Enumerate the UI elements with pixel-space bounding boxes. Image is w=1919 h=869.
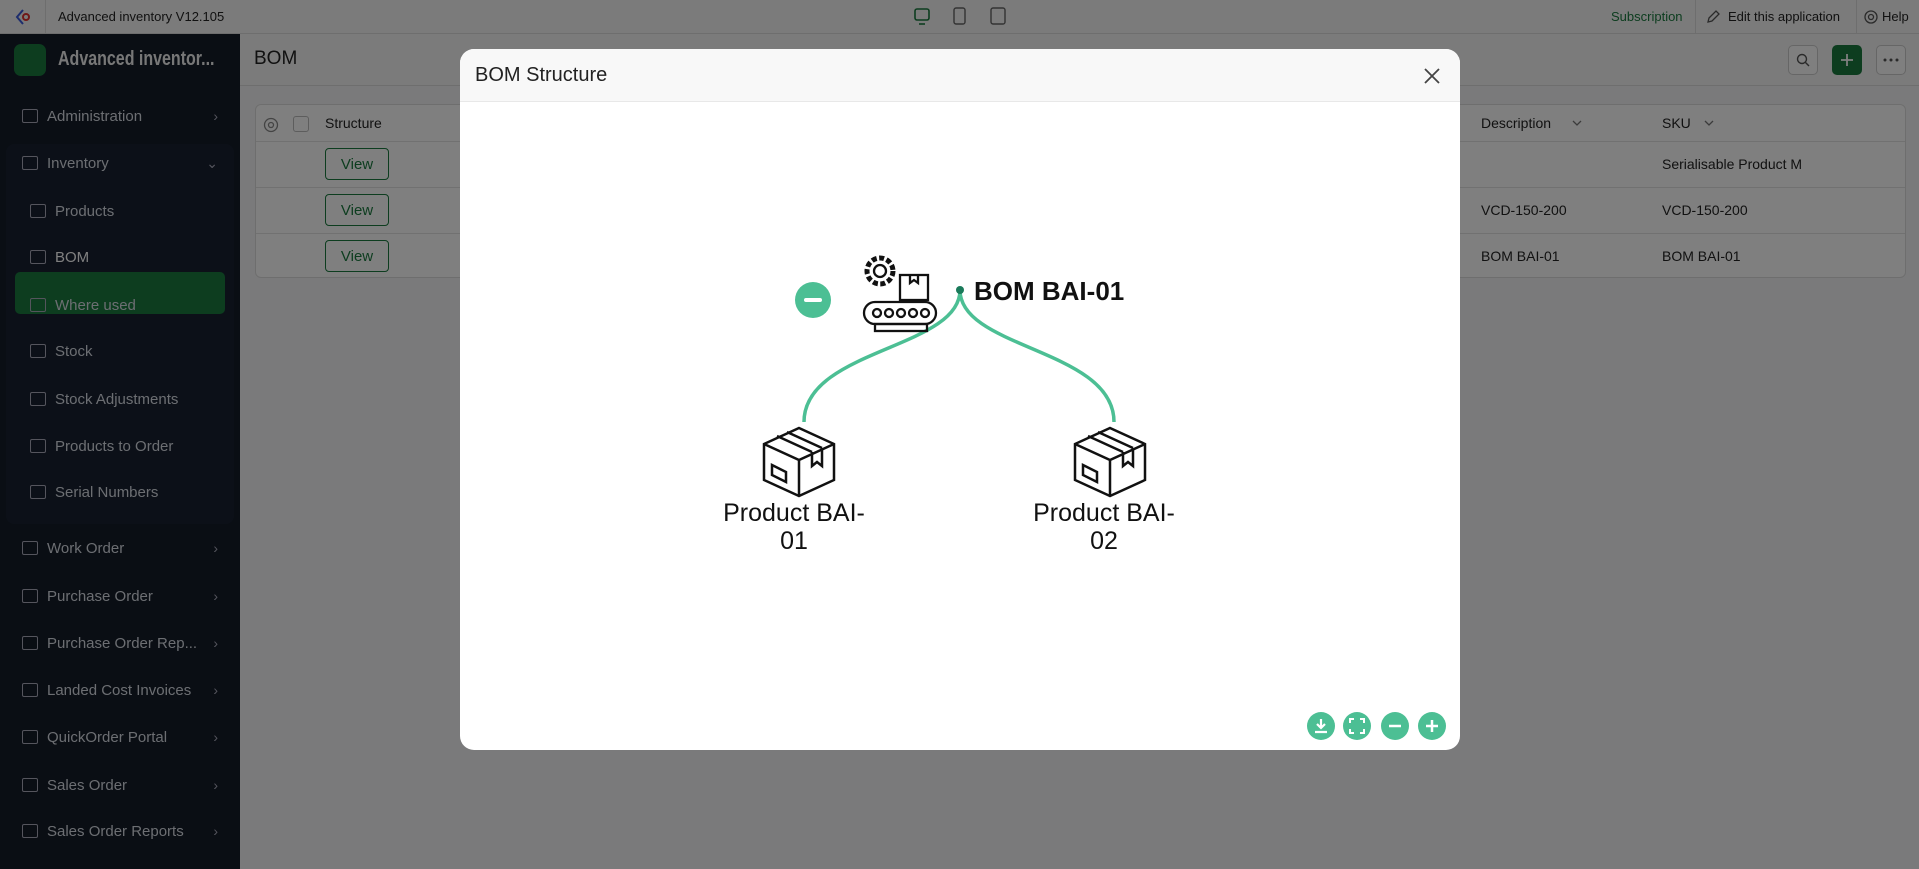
child-node-label[interactable]: Product BAI-02 <box>1033 499 1175 555</box>
root-node-dot[interactable] <box>956 286 964 294</box>
package-box-icon <box>762 426 836 498</box>
fit-screen-button[interactable] <box>1343 712 1371 740</box>
child-node-label[interactable]: Product BAI-01 <box>723 499 865 555</box>
download-icon <box>1315 719 1327 734</box>
tree-link <box>958 289 1116 423</box>
bom-structure-modal: BOM Structure BOM BAI-01 Product BAI-01 … <box>460 49 1460 750</box>
root-node-label[interactable]: BOM BAI-01 <box>974 276 1125 306</box>
package-box-icon <box>1073 426 1147 498</box>
close-button[interactable] <box>1418 62 1446 90</box>
download-button[interactable] <box>1307 712 1335 740</box>
minus-icon <box>1389 724 1401 728</box>
bom-tree[interactable] <box>460 49 1460 750</box>
plus-icon <box>1426 720 1438 732</box>
zoom-out-button[interactable] <box>1381 712 1409 740</box>
modal-title: BOM Structure <box>475 64 608 86</box>
fullscreen-icon <box>1349 718 1365 734</box>
conveyor-machine-icon <box>862 255 938 333</box>
tree-link <box>802 289 962 423</box>
zoom-in-button[interactable] <box>1418 712 1446 740</box>
modal-header: BOM Structure <box>460 49 1460 102</box>
close-icon <box>1424 68 1440 84</box>
collapse-node-button[interactable] <box>795 282 831 318</box>
